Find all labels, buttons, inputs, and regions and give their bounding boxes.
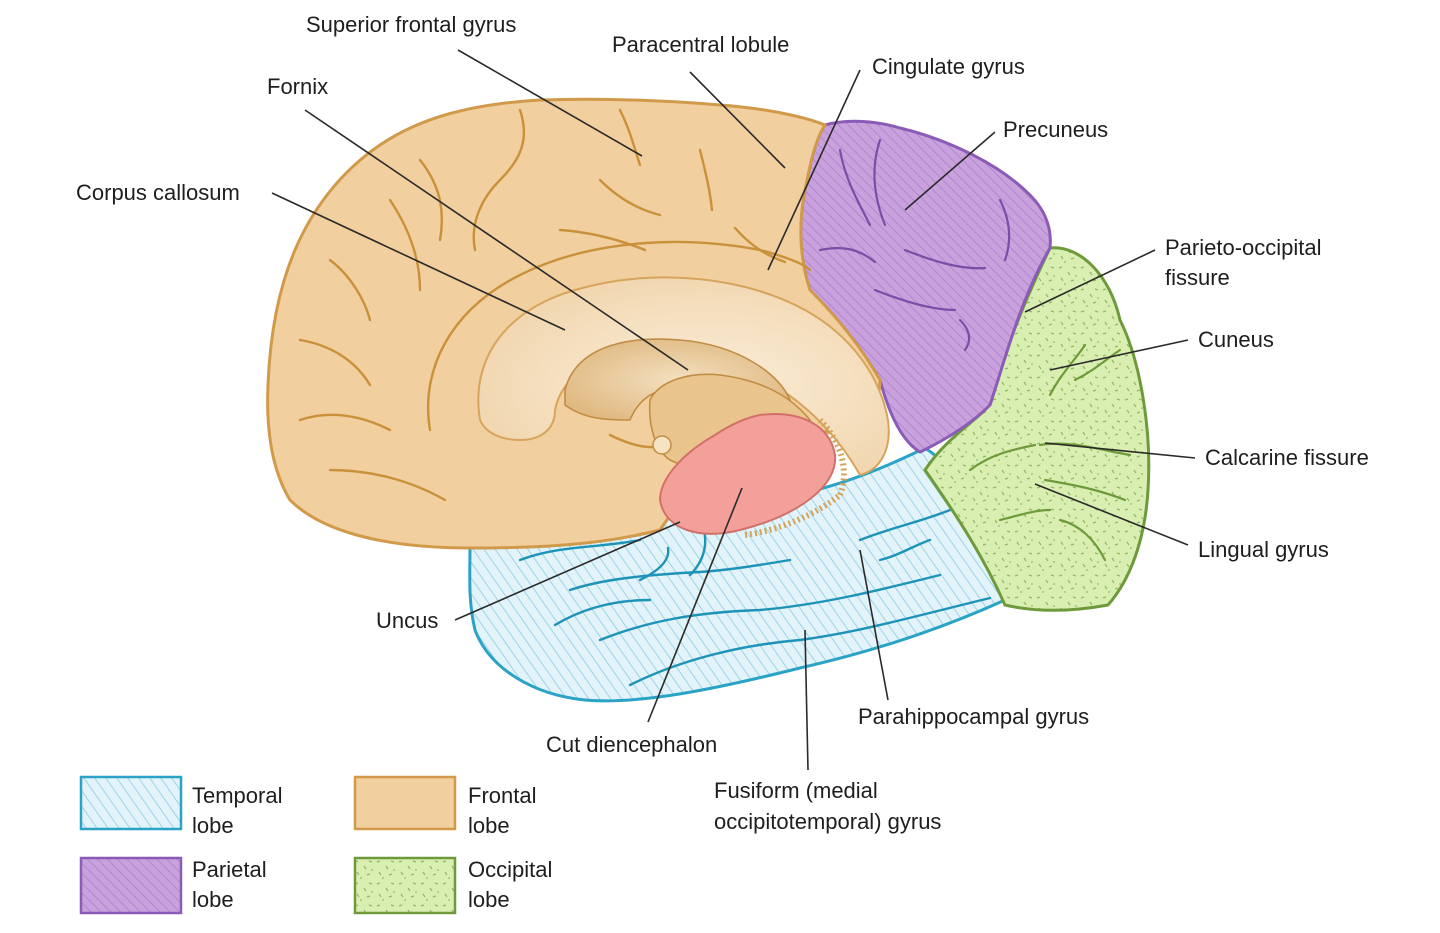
- label-parahippocampal-gyrus: Parahippocampal gyrus: [858, 704, 1089, 729]
- labels: Superior frontal gyrus Paracentral lobul…: [76, 12, 1369, 834]
- label-fusiform-line1: Fusiform (medial: [714, 778, 878, 803]
- legend-label-temporal-line2: lobe: [192, 813, 234, 838]
- legend-item-temporal: Temporal lobe: [79, 775, 282, 838]
- legend-swatch-temporal: [79, 775, 183, 831]
- legend-item-occipital: Occipital lobe: [353, 856, 552, 915]
- legend-label-parietal-line2: lobe: [192, 887, 234, 912]
- label-precuneus: Precuneus: [1003, 117, 1108, 142]
- legend-label-occipital-line1: Occipital: [468, 857, 552, 882]
- legend-label-temporal-line1: Temporal: [192, 783, 282, 808]
- leader-cut-diencephalon: [647, 487, 743, 723]
- leader-lingual-gyrus: [1034, 483, 1189, 546]
- label-cingulate-gyrus: Cingulate gyrus: [872, 54, 1025, 79]
- label-calcarine-fissure: Calcarine fissure: [1205, 445, 1369, 470]
- leader-precuneus: [904, 131, 996, 211]
- legend-swatch-frontal: [353, 775, 457, 831]
- legend-label-occipital-line2: lobe: [468, 887, 510, 912]
- label-parieto-occipital-line2: fissure: [1165, 265, 1230, 290]
- label-cut-diencephalon: Cut diencephalon: [546, 732, 717, 757]
- leader-cingulate-gyrus: [767, 69, 861, 271]
- leader-paracentral-lobule: [689, 71, 786, 169]
- label-lingual-gyrus: Lingual gyrus: [1198, 537, 1329, 562]
- legend-swatch-occipital: [353, 856, 457, 915]
- cut-diencephalon: [658, 413, 847, 538]
- leader-superior-frontal-gyrus: [457, 49, 643, 157]
- label-superior-frontal-gyrus: Superior frontal gyrus: [306, 12, 516, 37]
- label-fusiform-line2: occipitotemporal) gyrus: [714, 809, 941, 834]
- legend-swatch-parietal: [79, 856, 183, 915]
- legend-label-frontal-line2: lobe: [468, 813, 510, 838]
- leader-fornix: [304, 109, 689, 371]
- leader-calcarine-fissure: [1044, 442, 1196, 459]
- legend: Temporal lobe Frontal lobe Parietal lobe…: [79, 775, 552, 915]
- label-uncus: Uncus: [376, 608, 438, 633]
- label-cuneus: Cuneus: [1198, 327, 1274, 352]
- label-corpus-callosum: Corpus callosum: [76, 180, 240, 205]
- leader-corpus-callosum: [271, 192, 566, 331]
- label-fornix: Fornix: [267, 74, 328, 99]
- label-paracentral-lobule: Paracentral lobule: [612, 32, 789, 57]
- leader-parahippocampal-gyrus: [859, 549, 889, 701]
- leader-lines: [271, 49, 1196, 771]
- leader-fusiform-gyrus: [804, 629, 809, 771]
- legend-item-frontal: Frontal lobe: [353, 775, 536, 838]
- leader-uncus: [454, 521, 681, 621]
- legend-label-frontal-line1: Frontal: [468, 783, 536, 808]
- legend-label-parietal-line1: Parietal: [192, 857, 267, 882]
- leader-parieto-occipital-fissure: [1024, 249, 1156, 313]
- legend-item-parietal: Parietal lobe: [79, 856, 267, 915]
- corpus-callosum: [477, 276, 890, 477]
- label-parieto-occipital-line1: Parieto-occipital: [1165, 235, 1322, 260]
- leader-cuneus: [1049, 339, 1189, 371]
